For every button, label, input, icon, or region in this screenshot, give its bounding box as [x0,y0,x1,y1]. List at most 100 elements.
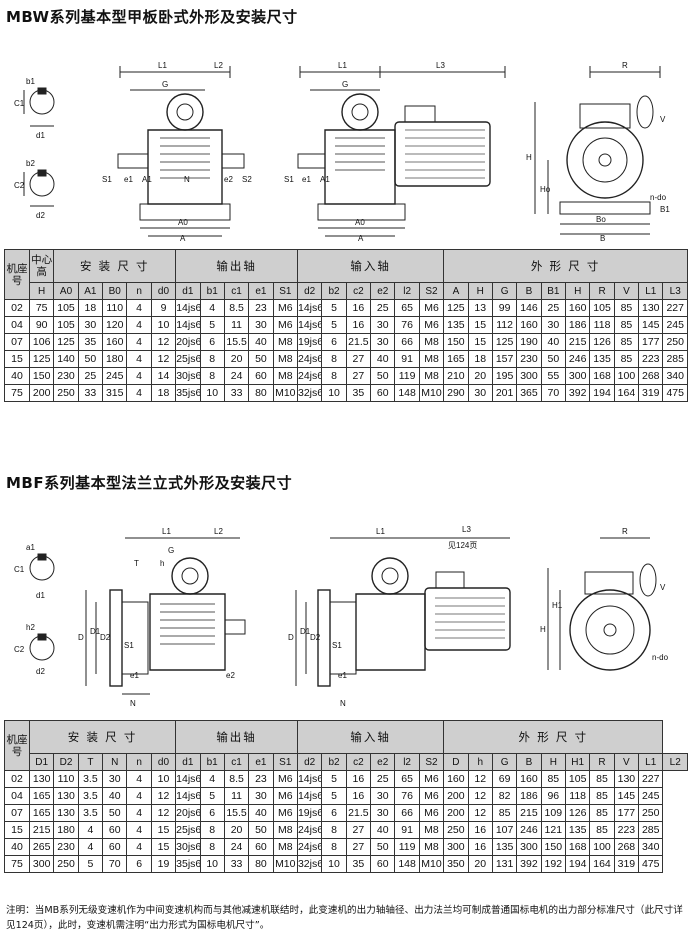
table-cell: 4 [126,821,152,839]
table-cell: 4 [77,838,104,856]
label: Ho [540,185,551,194]
table-cell: 200 [443,787,469,805]
label: A [358,234,364,242]
subheader-cell: B0 [102,282,128,300]
table-cell: 8 [321,838,347,856]
table-cell: 201 [491,384,518,402]
table-cell: 60 [248,367,274,385]
table-cell: M6 [272,804,298,822]
subheader-cell: H1 [564,753,591,771]
table-cell: 160 [516,770,542,788]
subheader-cell: e1 [248,282,274,300]
table-cell: 90 [28,316,55,334]
label: L3 [462,525,471,534]
row-frame-number: 04 [4,787,30,805]
table-cell: 12 [150,350,177,368]
table-cell: 10 [150,316,177,334]
table-cell: 16 [467,838,493,856]
table-cell: 200 [28,384,55,402]
table-cell: M10 [272,855,298,873]
label: C2 [14,181,25,190]
table-cell: 14js6 [296,316,323,334]
label: e2 [226,671,235,680]
table-cell: 119 [394,838,420,856]
table-cell: 14js6 [296,787,323,805]
table-cell: 12 [150,333,177,351]
table-cell: 130 [28,770,55,788]
group-header-cell: 输入轴 [296,249,445,283]
table-cell: 40 [102,787,128,805]
table-cell: 14 [150,367,177,385]
subheader-cell: e2 [370,753,396,771]
table-cell: 33 [77,384,104,402]
label: N [184,175,190,184]
table-cell: 6 [199,333,225,351]
subheader-cell: b1 [199,282,225,300]
table-cell: 65 [394,299,420,317]
table-cell: 69 [491,770,518,788]
table-cell: 300 [516,367,542,385]
table-cell: 80 [248,855,274,873]
table-cell: 20js6 [175,333,201,351]
table-cell: 33 [223,384,250,402]
label: G [168,546,174,555]
table-cell: 10 [321,855,347,873]
table-cell: 5 [77,855,104,873]
table-cell: 25 [370,299,396,317]
table-cell: 135 [564,821,591,839]
flange-view-front [85,537,246,695]
table-cell: 475 [638,855,664,873]
table-cell: 50 [77,350,104,368]
table-cell: 60 [370,384,396,402]
table-cell: 24 [223,838,250,856]
table-cell: 23 [248,770,274,788]
table-cell: 245 [638,787,664,805]
table-cell: 19 [150,855,177,873]
table-cell: 110 [53,770,79,788]
table-cell: 105 [53,299,79,317]
table-cell: 3.5 [77,804,104,822]
table-cell: M8 [418,367,445,385]
label: R [622,61,628,70]
table-cell: 10 [199,855,225,873]
table-group-header: 机座号中心高安 装 尺 寸输出轴输入轴外 形 尺 寸 [4,249,688,300]
table-cell: 30 [248,787,274,805]
table-cell: 24js6 [296,821,323,839]
row-frame-number: 04 [4,316,30,334]
table-cell: 40 [370,821,396,839]
group-header-cell: 安 装 尺 寸 [53,249,177,283]
table-cell: 126 [564,804,591,822]
table-cell: M8 [272,367,299,385]
section-1-drawings: b1 C1 d1 b2 C2 d2 L1 L2 G S1 e1 A1 N e2 … [0,42,692,242]
subheader-cell: h [467,753,493,771]
table-cell: 365 [516,384,542,402]
table-cell: 30 [467,384,493,402]
table-cell: 135 [443,316,469,334]
label: D [78,633,84,642]
table-cell: 18 [150,384,177,402]
table-cell: 268 [638,367,664,385]
table-cell: 118 [564,787,591,805]
table-cell: 30 [102,770,128,788]
table-cell: 14js6 [296,299,323,317]
subheader-cell: n [126,282,152,300]
table-cell: M6 [272,787,298,805]
subheader-cell: d2 [296,282,323,300]
table-cell: 8 [199,367,225,385]
table-cell: 130 [613,770,640,788]
row-frame-number: 02 [4,299,30,317]
subheader-cell: H [467,282,493,300]
label: Bo [596,215,606,224]
table-cell: 146 [516,299,542,317]
table-cell: 15 [467,316,493,334]
group-header-cell: 输入轴 [296,720,445,754]
table-cell: 82 [491,787,518,805]
table-cell: 4 [126,384,152,402]
subheader-cell: S2 [418,753,445,771]
table-cell: 50 [248,350,274,368]
table-cell: 85 [589,770,615,788]
label: C1 [14,565,25,574]
